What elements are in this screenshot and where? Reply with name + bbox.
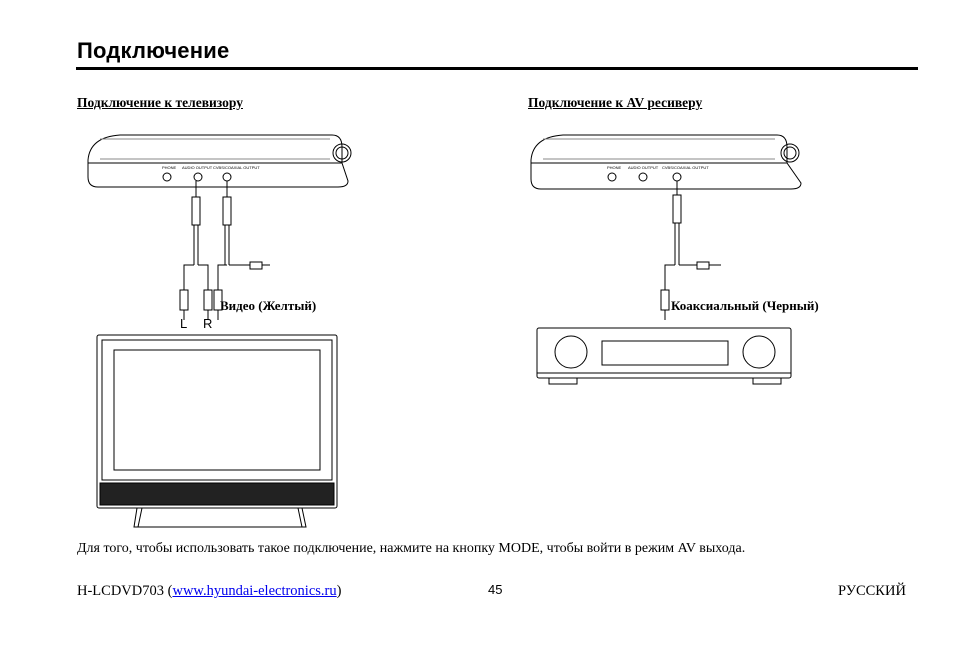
tv-connection-diagram: PHONE AUDIO OUTPUT CVBS/COAXIAL OUTPUT bbox=[87, 134, 352, 528]
right-channel-label: R bbox=[203, 316, 213, 331]
av-receiver bbox=[536, 327, 792, 379]
coaxial-cable-label: Коаксиальный (Черный) bbox=[671, 298, 819, 313]
left-audio-plug bbox=[179, 289, 189, 311]
footer-model: H-LCDVD703 (www.hyundai-electronics.ru) bbox=[77, 583, 341, 600]
phone-jack-label: PHONE bbox=[162, 165, 177, 170]
television bbox=[96, 334, 338, 509]
website-link[interactable]: www.hyundai-electronics.ru bbox=[172, 583, 337, 599]
footer-language: РУССКИЙ bbox=[838, 583, 906, 599]
phone-jack-label: PHONE bbox=[607, 165, 622, 170]
coaxial-plug bbox=[660, 289, 670, 311]
title-underline bbox=[76, 67, 918, 70]
tv-connection-heading: Подключение к телевизору bbox=[77, 95, 243, 110]
dvd-player bbox=[530, 134, 788, 164]
paren-close: ) bbox=[336, 583, 342, 599]
page-number: 45 bbox=[488, 582, 503, 597]
right-audio-plug bbox=[203, 289, 213, 311]
instruction-text: Для того, чтобы использовать такое подкл… bbox=[77, 541, 746, 556]
cvbs-coaxial-jack-label: CVBS/COAXIAL OUTPUT bbox=[662, 165, 709, 170]
audio-output-jack-label: AUDIO OUTPUT bbox=[628, 165, 659, 170]
receiver-connection-diagram: PHONE AUDIO OUTPUT CVBS/COAXIAL OUTPUT bbox=[530, 134, 802, 385]
paren-open: ( bbox=[164, 583, 173, 599]
cvbs-coaxial-jack-label: CVBS/COAXIAL OUTPUT bbox=[213, 165, 260, 170]
audio-output-jack-label: AUDIO OUTPUT bbox=[182, 165, 213, 170]
receiver-connection-heading: Подключение к AV ресиверу bbox=[528, 95, 703, 110]
model-name: H-LCDVD703 bbox=[77, 583, 164, 599]
page-title: Подключение bbox=[77, 38, 230, 63]
left-channel-label: L bbox=[180, 316, 188, 331]
video-cable-label: Видео (Желтый) bbox=[220, 298, 317, 313]
